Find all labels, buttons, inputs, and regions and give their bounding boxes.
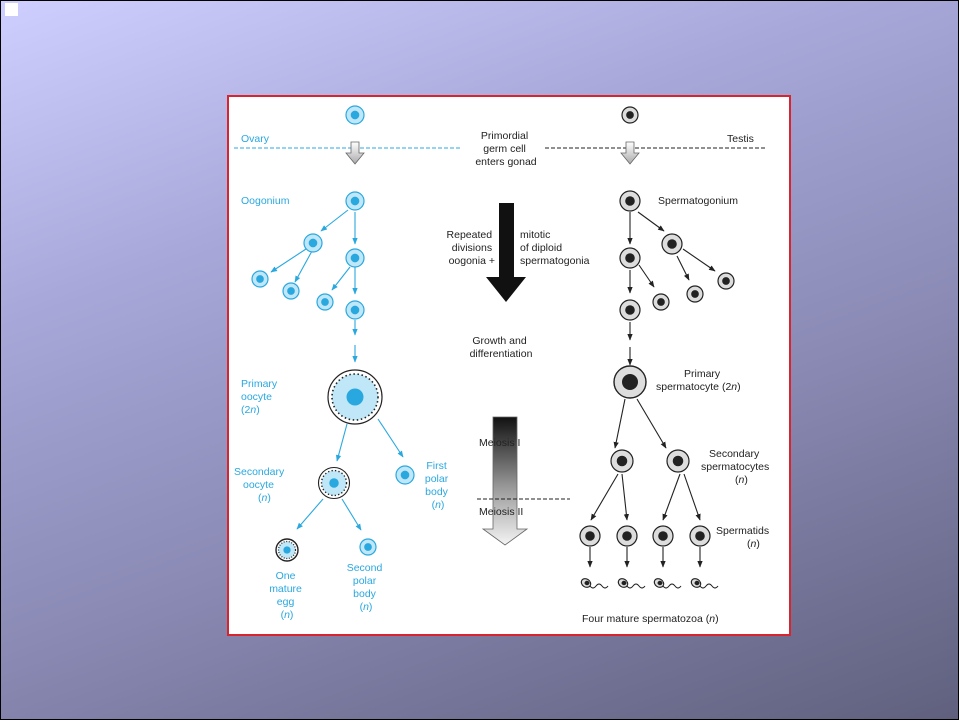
primary-spermatocyte-label: Primary spermatocyte (2n) xyxy=(656,368,741,393)
primordial-germ-cell-female xyxy=(345,105,365,125)
primary-spermatocyte-cell xyxy=(613,365,647,399)
oogonium-daughter-cell xyxy=(345,248,365,268)
oogonium-cell xyxy=(251,270,269,288)
secondary-spermatocytes-label: Secondary spermatocytes (n) xyxy=(701,448,772,486)
spermatozoon xyxy=(690,578,719,589)
ovary-label: Ovary xyxy=(241,133,270,145)
primordial-germ-cell-label: Primordial germ cell enters gonad xyxy=(475,130,536,168)
male-arrows xyxy=(587,211,716,568)
spermatid-cell xyxy=(616,525,638,547)
spermatogonium-cell xyxy=(652,293,670,311)
spermatogonium-cell xyxy=(619,247,641,269)
testis-label: Testis xyxy=(727,133,754,145)
oogonium-daughter-cell xyxy=(303,233,323,253)
primary-oocyte-label: Primary oocyte (2n) xyxy=(241,378,280,416)
spermatid-cell xyxy=(652,525,674,547)
ovary-entry-arrow xyxy=(345,141,365,165)
mature-egg-cell xyxy=(275,538,299,562)
mitotic-label: mitotic of diploid spermatogonia xyxy=(520,229,590,267)
spermatozoon xyxy=(653,578,682,589)
oogonium-cell xyxy=(345,300,365,320)
oogonium-label: Oogonium xyxy=(241,195,290,207)
oogonium-cell xyxy=(282,282,300,300)
spermatogonium-cell xyxy=(686,285,704,303)
meiosis-2-label: Meiosis II xyxy=(479,506,523,518)
primordial-germ-cell-male xyxy=(621,106,639,124)
first-polar-body-label: First polar body (n) xyxy=(425,460,451,511)
diagram-panel: Ovary Oogonium Primary oocyte (2n) Secon… xyxy=(227,95,791,636)
gametogenesis-diagram: Ovary Oogonium Primary oocyte (2n) Secon… xyxy=(234,105,772,625)
second-polar-body-cell xyxy=(359,538,377,556)
primary-oocyte-cell xyxy=(327,369,383,425)
female-arrows xyxy=(270,209,404,531)
secondary-oocyte-cell xyxy=(317,466,351,500)
oogonium-cell xyxy=(316,293,334,311)
corner-marker xyxy=(5,3,18,16)
testis-entry-arrow xyxy=(620,141,640,165)
secondary-oocyte-label: Secondary oocyte (n) xyxy=(234,466,287,504)
mature-egg-label: One mature egg (n) xyxy=(269,570,305,621)
spermatids-label: Spermatids (n) xyxy=(716,525,772,550)
mitosis-arrow xyxy=(486,203,526,302)
spermatogonium-label: Spermatogonium xyxy=(658,195,738,207)
secondary-spermatocyte-cell xyxy=(666,449,690,473)
female-cells xyxy=(251,105,415,562)
spermatogonium-daughter-cell xyxy=(661,233,683,255)
spermatozoon xyxy=(580,578,609,589)
spermatogonium-cell xyxy=(717,272,735,290)
first-polar-body-cell xyxy=(395,465,415,485)
spermatid-cell xyxy=(579,525,601,547)
male-cells xyxy=(579,106,735,589)
growth-label: Growth and differentiation xyxy=(470,335,533,360)
spermatogonium-cell xyxy=(619,190,641,212)
four-mature-spermatozoa-label: Four mature spermatozoa (n) xyxy=(582,613,719,625)
repeated-divisions-label: Repeated divisions oogonia + xyxy=(447,229,495,267)
meiosis-arrow xyxy=(481,416,529,546)
spermatozoon xyxy=(617,578,646,589)
spermatogonium-cell xyxy=(619,299,641,321)
secondary-spermatocyte-cell xyxy=(610,449,634,473)
meiosis-1-label: Meiosis I xyxy=(479,437,520,449)
spermatid-cell xyxy=(689,525,711,547)
second-polar-body-label: Second polar body (n) xyxy=(347,562,386,613)
oogonium-cell xyxy=(345,191,365,211)
